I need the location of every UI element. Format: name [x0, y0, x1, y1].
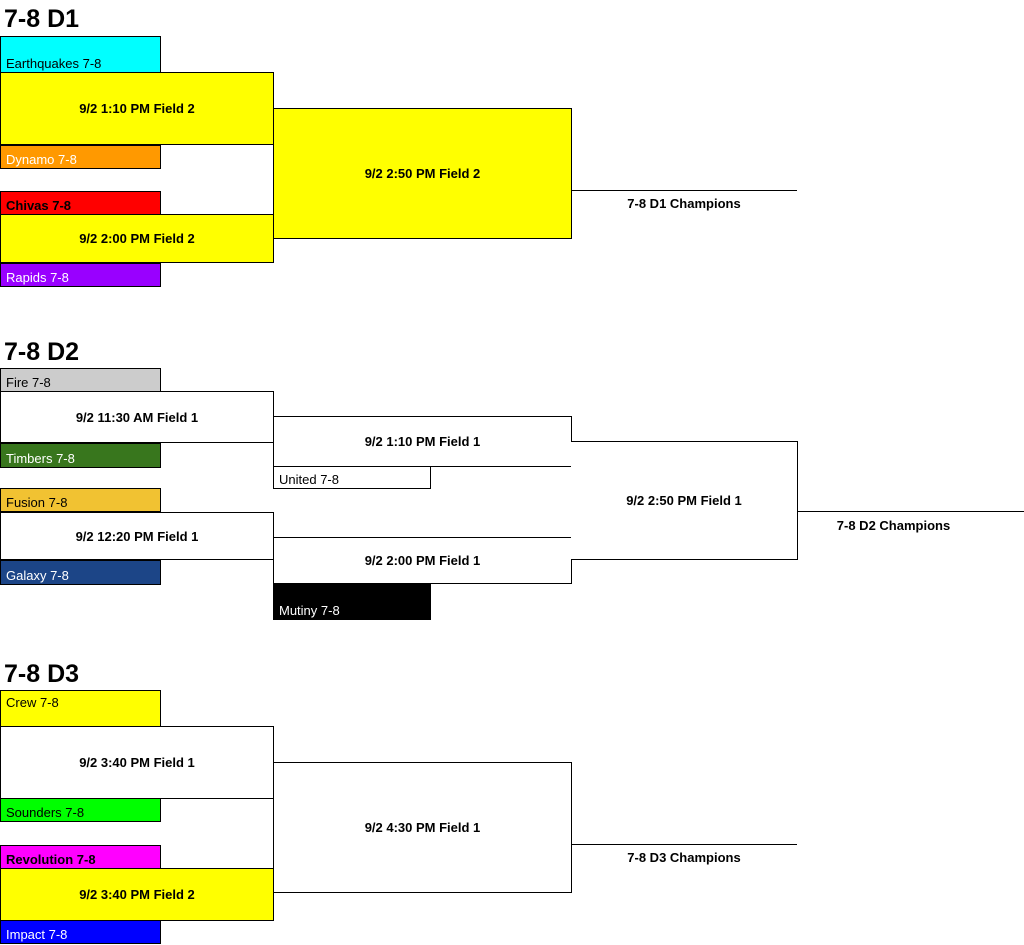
game-d2-r2-1: 9/2 1:10 PM Field 1 [273, 416, 572, 467]
team-sounders: Sounders 7-8 [0, 798, 161, 822]
team-earthquakes: Earthquakes 7-8 [0, 36, 161, 73]
bracket-title-d1: 7-8 D1 [4, 5, 80, 33]
game-d2-r2-2: 9/2 2:00 PM Field 1 [273, 537, 572, 584]
team-mutiny: Mutiny 7-8 [273, 583, 431, 620]
team-galaxy: Galaxy 7-8 [0, 560, 161, 585]
team-revolution: Revolution 7-8 [0, 845, 161, 869]
team-timbers: Timbers 7-8 [0, 443, 161, 468]
team-dynamo: Dynamo 7-8 [0, 145, 161, 169]
game-d2-r1-1: 9/2 11:30 AM Field 1 [0, 391, 274, 443]
game-d2-r1-2: 9/2 12:20 PM Field 1 [0, 512, 274, 560]
game-d1-final: 9/2 2:50 PM Field 2 [273, 108, 572, 239]
champions-d2: 7-8 D2 Champions [836, 518, 951, 533]
team-united: United 7-8 [273, 466, 431, 489]
bracket-title-d2: 7-8 D2 [4, 338, 80, 366]
bracket-title-d3: 7-8 D3 [4, 660, 80, 688]
game-d1-r1-1: 9/2 1:10 PM Field 2 [0, 72, 274, 145]
connector-line [571, 190, 797, 191]
champions-d1: 7-8 D1 Champions [627, 196, 741, 211]
game-d2-final: 9/2 2:50 PM Field 1 [571, 441, 798, 560]
team-fusion: Fusion 7-8 [0, 488, 161, 512]
champions-d3: 7-8 D3 Champions [627, 850, 741, 865]
team-fire: Fire 7-8 [0, 368, 161, 392]
game-d3-final: 9/2 4:30 PM Field 1 [273, 762, 572, 893]
team-crew: Crew 7-8 [0, 690, 161, 727]
game-d1-r1-2: 9/2 2:00 PM Field 2 [0, 214, 274, 263]
game-d3-r1-1: 9/2 3:40 PM Field 1 [0, 726, 274, 799]
connector-line [797, 511, 1024, 512]
team-rapids: Rapids 7-8 [0, 263, 161, 287]
game-d3-r1-2: 9/2 3:40 PM Field 2 [0, 868, 274, 921]
connector-line [571, 844, 797, 845]
team-impact: Impact 7-8 [0, 920, 161, 944]
team-chivas: Chivas 7-8 [0, 191, 161, 215]
